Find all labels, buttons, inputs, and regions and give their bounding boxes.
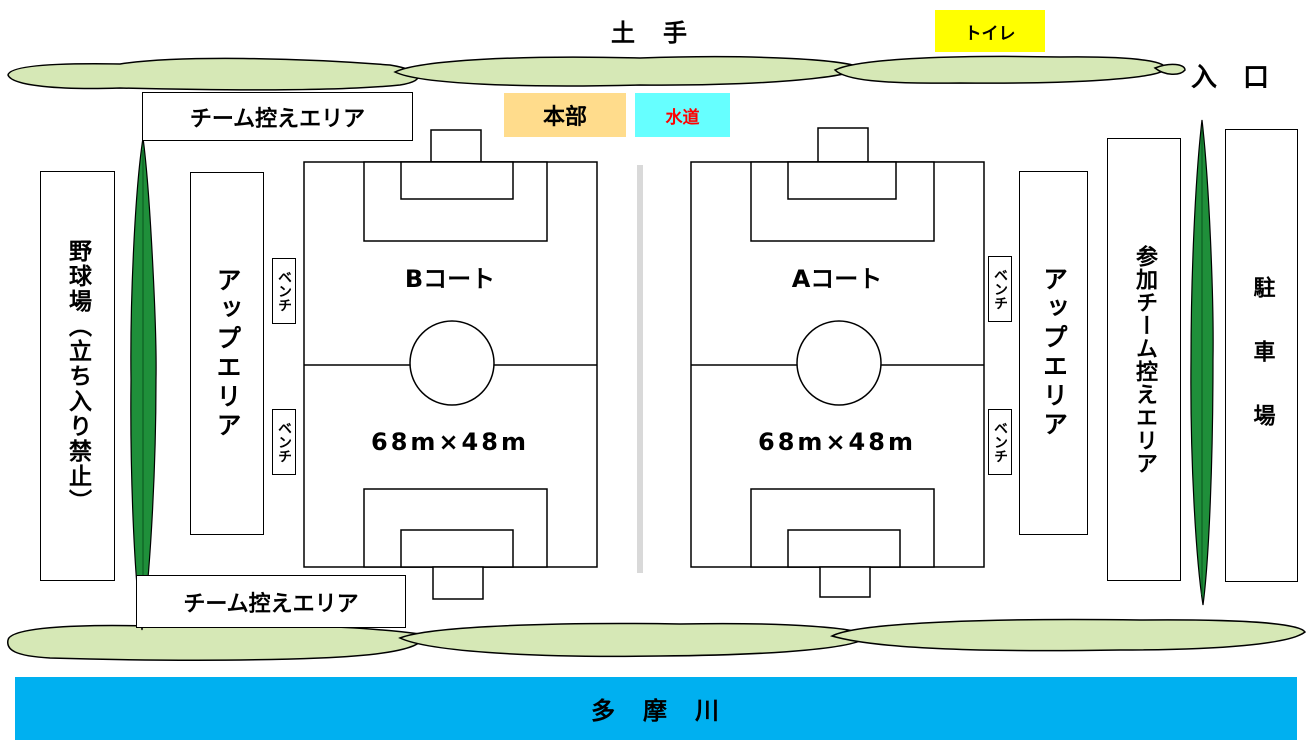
center-divider	[637, 165, 643, 573]
tree-row-bottom	[7, 618, 1306, 662]
warmup-area-right: アップエリア	[1019, 171, 1088, 535]
bench-b-upper: ベンチ	[272, 258, 296, 324]
bench-b-lower: ベンチ	[272, 409, 296, 475]
entrance-label: 入 口	[1190, 62, 1269, 93]
tree-row-top	[7, 55, 1186, 91]
parking-lot: 駐 車 場	[1225, 129, 1298, 582]
tama-river: 多 摩 川	[15, 677, 1297, 740]
court-b-size: 68m×48m	[371, 428, 529, 456]
bench-a-upper: ベンチ	[988, 256, 1012, 322]
hedge-left	[130, 137, 157, 631]
headquarters-label: 本部	[504, 93, 626, 137]
court-a-size: 68m×48m	[758, 428, 916, 456]
pitch-a	[690, 127, 985, 598]
participating-team-area: 参加チーム控えエリア	[1107, 138, 1181, 581]
court-a-name: Aコート	[791, 264, 883, 293]
bench-a-lower: ベンチ	[988, 409, 1012, 475]
baseball-field: 野球場（立ち入り禁止）	[40, 171, 115, 581]
court-b-name: Bコート	[404, 264, 496, 293]
pitch-b	[303, 129, 598, 600]
hedge-right	[1190, 119, 1214, 606]
water-label: 水道	[635, 93, 730, 137]
team-waiting-area-top: チーム控えエリア	[142, 92, 413, 141]
team-waiting-area-bottom: チーム控えエリア	[136, 575, 406, 628]
warmup-area-left: アップエリア	[190, 172, 264, 535]
toilet-label: トイレ	[935, 10, 1045, 52]
embankment-label: 土 手	[611, 18, 689, 47]
